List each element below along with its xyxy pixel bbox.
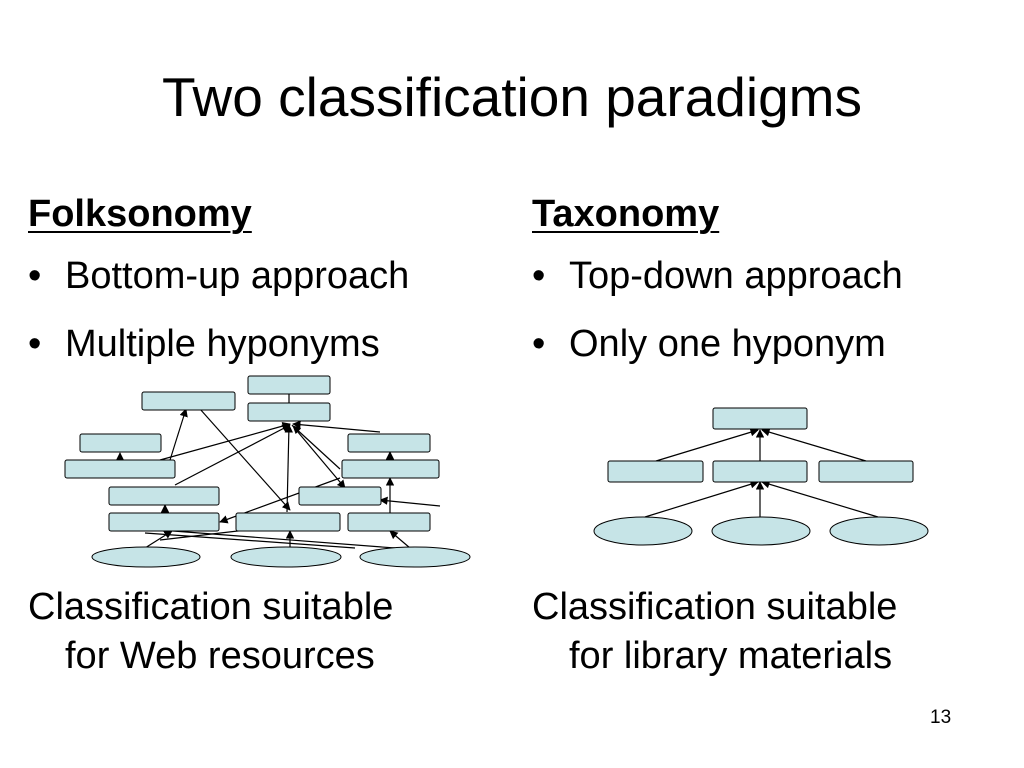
taxonomy-caption: Classification suitable for library mate… (532, 583, 1002, 681)
edge (144, 532, 356, 549)
caption-line: Classification suitable (28, 586, 394, 628)
folksonomy-edges (115, 384, 441, 549)
edge (761, 428, 867, 462)
bullet-icon: • (28, 255, 42, 297)
taxonomy-leaf-node (593, 516, 693, 546)
taxonomy-edges (644, 428, 879, 518)
taxonomy-leaf-node (829, 516, 929, 546)
slide-title: Two classification paradigms (161, 66, 862, 128)
folksonomy-node (141, 391, 236, 411)
caption-line: for library materials (569, 635, 893, 677)
taxonomy-node (607, 460, 704, 483)
folksonomy-node (347, 433, 431, 453)
edge (144, 530, 173, 549)
folksonomy-leaf-node (91, 546, 201, 568)
taxonomy-heading: Taxonomy (532, 193, 720, 235)
edge (159, 421, 291, 461)
edge (379, 496, 441, 507)
taxonomy-column: Taxonomy • Top-down approach • Only one … (532, 192, 1012, 390)
edge (761, 480, 879, 518)
bullet-icon: • (28, 323, 42, 365)
bullet-text: Bottom-up approach (65, 255, 410, 297)
folksonomy-node (347, 512, 431, 532)
folksonomy-node (79, 433, 162, 453)
taxonomy-root-node (712, 407, 808, 430)
folksonomy-leaf-node (230, 546, 342, 568)
folksonomy-diagram (64, 375, 471, 568)
caption-line: for Web resources (65, 635, 375, 677)
bullet-text: Multiple hyponyms (65, 323, 380, 365)
folksonomy-heading: Folksonomy (28, 193, 252, 235)
taxonomy-bullet: • Top-down approach (532, 254, 1012, 298)
folksonomy-caption: Classification suitable for Web resource… (28, 583, 498, 681)
folksonomy-node (247, 375, 331, 395)
folksonomy-node (298, 486, 382, 506)
edge (159, 529, 396, 549)
edge (169, 408, 188, 461)
taxonomy-node (818, 460, 914, 483)
folksonomy-node (64, 459, 176, 479)
folksonomy-node (108, 512, 220, 532)
taxonomy-node (712, 460, 808, 483)
folksonomy-node (247, 402, 331, 422)
taxonomy-bullet: • Only one hyponym (532, 322, 1012, 366)
folksonomy-column: Folksonomy • Bottom-up approach • Multip… (28, 192, 508, 390)
bullet-text: Top-down approach (569, 255, 903, 297)
bullet-icon: • (532, 323, 546, 365)
edge (291, 424, 346, 489)
folksonomy-bullet: • Multiple hyponyms (28, 322, 508, 366)
folksonomy-bullet: • Bottom-up approach (28, 254, 508, 298)
folksonomy-node (108, 486, 220, 506)
folksonomy-node (341, 459, 440, 479)
edge (199, 408, 291, 511)
edge (389, 530, 411, 549)
bullet-text: Only one hyponym (569, 323, 886, 365)
slide-number: 13 (930, 707, 952, 728)
edge (284, 424, 294, 513)
edge (644, 480, 759, 518)
folksonomy-node (235, 512, 341, 532)
caption-line: Classification suitable (532, 586, 898, 628)
folksonomy-leaf-node (359, 546, 471, 568)
edge (655, 428, 759, 462)
taxonomy-diagram (593, 407, 929, 546)
edge (292, 425, 341, 470)
bullet-icon: • (532, 255, 546, 297)
taxonomy-leaf-node (711, 516, 811, 546)
edge (292, 420, 381, 433)
edge (174, 424, 291, 486)
